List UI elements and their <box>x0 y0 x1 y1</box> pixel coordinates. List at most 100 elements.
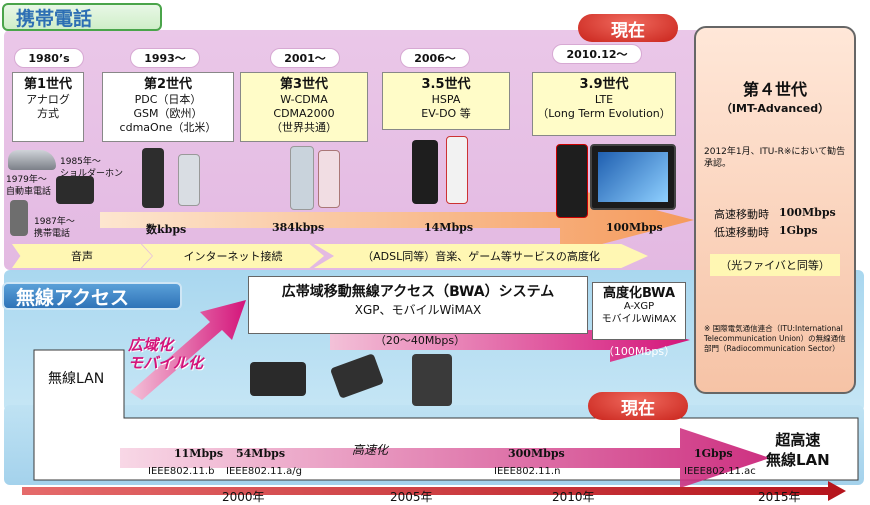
gen3-5-datacard-image <box>412 140 438 204</box>
gen3-phone-image <box>318 150 340 208</box>
service-internet: インターネット接続 <box>142 244 324 268</box>
note-line: 1979年〜 <box>6 175 47 185</box>
adv-bwa-line: A-XGP <box>623 301 655 312</box>
gen4-speed-moving: 高速移動時 100Mbps <box>696 206 854 222</box>
speed-label: 数kbps <box>146 223 187 236</box>
lan-standard: IEEE802.11.n <box>494 466 561 477</box>
gen-3-9-box: 3.9世代 LTE （Long Term Evolution） <box>532 72 676 136</box>
timeline-year: 2000年 <box>222 490 265 504</box>
current-badge-wireless: 現在 <box>588 392 688 420</box>
mobile-phone-note: 1987年〜 携帯電話 <box>34 216 75 240</box>
service-advanced: （ADSL同等）音楽、ゲーム等サービスの高度化 <box>314 244 648 268</box>
gen4-title: 第４世代 <box>742 80 807 99</box>
shoulder-phone-note: 1985年〜 ショルダーホン <box>60 156 123 180</box>
gen3-5-phone-image <box>446 136 468 204</box>
gen-line: （Long Term Evolution） <box>537 107 671 120</box>
gen4-subtitle: （IMT-Advanced） <box>720 102 830 115</box>
gen4-footnote: ※ 国際電気通信連合（ITU:International Telecommuni… <box>704 324 846 353</box>
advanced-bwa-box: 高度化BWA A-XGP モバイルWiMAX <box>592 282 686 340</box>
tablet-screen <box>598 152 668 202</box>
gen-line: W-CDMA <box>280 93 328 106</box>
speed-up-label: 高速化 <box>352 443 389 457</box>
speed-label: 100Mbps <box>606 221 663 234</box>
speed-slow-value: 1Gbps <box>779 224 818 237</box>
expansion-label: 広域化 モバイル化 <box>128 336 203 372</box>
gen-title: 3.9世代 <box>579 77 629 92</box>
gen4-note: 2012年1月、ITU-R※において勧告承認。 <box>704 147 846 169</box>
timeline-year: 2010年 <box>552 490 595 504</box>
car-image <box>8 150 56 170</box>
gen-line: LTE <box>594 93 614 106</box>
bwa-box: 広帯域移動無線アクセス（BWA）システム XGP、モバイルWiMAX <box>248 276 588 334</box>
shoulder-phone-image <box>56 176 94 204</box>
gen-2-box: 第2世代 PDC（日本） GSM（欧州） cdmaOne（北米） <box>102 72 234 142</box>
lte-datacard-image <box>556 144 588 218</box>
lan-standard: IEEE802.11.ac <box>684 466 756 477</box>
gen-line: 方式 <box>37 107 59 120</box>
gen2-phone-image <box>178 154 200 206</box>
expansion-line: モバイル化 <box>128 354 204 372</box>
mobile-evolution-arrow <box>100 185 694 255</box>
note-line: 1987年〜 <box>34 217 75 227</box>
note-line: 携帯電話 <box>34 229 71 239</box>
gen-1-box: 第1世代 アナログ 方式 <box>12 72 84 142</box>
early-phone-image <box>10 200 28 236</box>
gen-3-5-box: 3.5世代 HSPA EV-DO 等 <box>382 72 510 130</box>
note-line: 1985年〜 <box>60 157 101 167</box>
lan-speed: 300Mbps <box>508 447 565 460</box>
gen-title: 第3世代 <box>279 77 329 92</box>
gen2-phone-image <box>142 148 164 208</box>
timeline-year: 2005年 <box>390 490 433 504</box>
wireless-section-tab: 無線アクセス <box>2 282 182 310</box>
year-pill: 1993〜 <box>130 48 200 68</box>
timeline-arrow <box>22 481 846 501</box>
wireless-lan-label: 無線LAN <box>48 371 105 387</box>
gen-title: 3.5世代 <box>421 77 471 92</box>
year-pill: 2010.12〜 <box>552 44 642 64</box>
bwa-speed: （20〜40Mbps） <box>374 334 466 347</box>
ultra-lan-label: 超高速 無線LAN <box>766 430 830 470</box>
expansion-line: 広域化 <box>128 336 174 354</box>
timeline-year: 2015年 <box>758 490 801 504</box>
service-voice: 音声 <box>12 244 152 268</box>
gen-line: cdmaOne（北米） <box>119 121 217 134</box>
gen-line: CDMA2000 <box>273 107 335 120</box>
year-pill: 2001〜 <box>270 48 340 68</box>
gen-title: 第1世代 <box>23 77 73 92</box>
lan-speed: 1Gbps <box>694 447 733 460</box>
speed-slow-label: 低速移動時 <box>714 226 769 239</box>
speed-label: 14Mbps <box>424 221 474 234</box>
expansion-arrow <box>130 300 246 400</box>
gen-title: 第2世代 <box>143 77 193 92</box>
laptop-image <box>250 362 306 396</box>
lan-step-shape <box>33 349 859 481</box>
note-line: 自動車電話 <box>6 187 52 197</box>
adv-bwa-line: モバイルWiMAX <box>601 314 677 325</box>
gen-line: （世界共通） <box>271 121 337 134</box>
pda-image <box>412 354 452 406</box>
speed-label: 384kbps <box>272 221 325 234</box>
bwa-subtitle: XGP、モバイルWiMAX <box>354 303 482 317</box>
gen-3-box: 第3世代 W-CDMA CDMA2000 （世界共通） <box>240 72 368 142</box>
year-pill: 1980’s <box>14 48 84 68</box>
speed-moving-value: 100Mbps <box>779 206 836 219</box>
gen3-phone-image <box>290 146 314 210</box>
adv-bwa-speed: （100Mbps） <box>602 345 676 358</box>
lte-tablet-image <box>590 144 676 210</box>
gen4-speed-slow: 低速移動時 1Gbps <box>696 224 854 240</box>
lan-speed: 11Mbps <box>174 447 224 460</box>
ultra-line: 無線LAN <box>766 451 830 469</box>
gen-line: アナログ <box>26 93 70 106</box>
adv-bwa-title: 高度化BWA <box>602 286 675 301</box>
current-badge-mobile: 現在 <box>578 14 678 42</box>
mobile-section-tab: 携帯電話 <box>2 3 162 31</box>
lan-standard: IEEE802.11.a/g <box>226 466 302 477</box>
gen4-optical: （光ファイバと同等） <box>710 254 840 276</box>
ultra-line: 超高速 <box>775 431 821 449</box>
year-pill: 2006〜 <box>400 48 470 68</box>
gen-line: PDC（日本） <box>134 93 202 106</box>
gen-line: GSM（欧州） <box>133 107 203 120</box>
wireless-access-arrow <box>330 318 690 362</box>
bwa-title: 広帯域移動無線アクセス（BWA）システム <box>281 284 555 300</box>
